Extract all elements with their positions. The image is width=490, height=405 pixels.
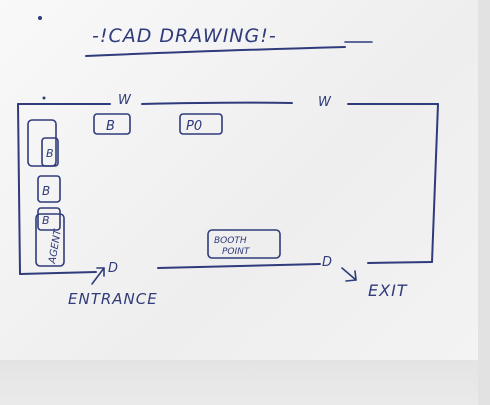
exit-arrowhead	[345, 270, 357, 282]
left-box-2-label: B	[42, 184, 50, 198]
agent-box-label: AGENT	[47, 228, 64, 266]
title-underline	[85, 46, 346, 57]
paper-edge	[478, 0, 490, 405]
drawing-title: -!CAD DRAWING!-	[92, 25, 277, 47]
left-box-3-label: B	[42, 214, 50, 227]
ink-speck	[38, 16, 42, 20]
center-box-line1: BOOTH	[214, 236, 247, 246]
top-box-2	[179, 113, 223, 135]
door-label-right: D	[322, 255, 332, 270]
paper-fold	[0, 360, 490, 405]
exit-label: EXIT	[368, 281, 408, 300]
top-box-2-label: P0	[186, 119, 202, 134]
left-box-1	[27, 119, 57, 167]
left-box-2	[37, 175, 61, 203]
top-box-1-label: B	[106, 119, 115, 134]
window-label-left: W	[118, 93, 132, 108]
left-box-1-inner	[41, 137, 59, 167]
door-label-left: D	[108, 261, 118, 276]
entrance-arrowhead	[96, 267, 105, 277]
wall-bottom-left	[19, 271, 97, 275]
wall-top-middle	[141, 101, 293, 105]
exit-arrow	[341, 267, 357, 281]
wall-left	[17, 103, 21, 275]
entrance-label: ENTRANCE	[68, 290, 158, 308]
window-label-right: W	[318, 95, 332, 110]
agent-box	[35, 213, 65, 267]
center-box	[207, 229, 281, 259]
center-box-line2: POINT	[222, 247, 251, 257]
wall-bottom-right	[367, 261, 433, 264]
entrance-arrow	[91, 267, 105, 285]
wall-right	[431, 103, 439, 263]
left-box-3	[37, 207, 61, 231]
wall-bottom-middle	[157, 263, 321, 269]
left-box-1-label: B	[46, 147, 54, 160]
top-box-1	[93, 113, 131, 135]
ink-speck	[42, 96, 46, 100]
